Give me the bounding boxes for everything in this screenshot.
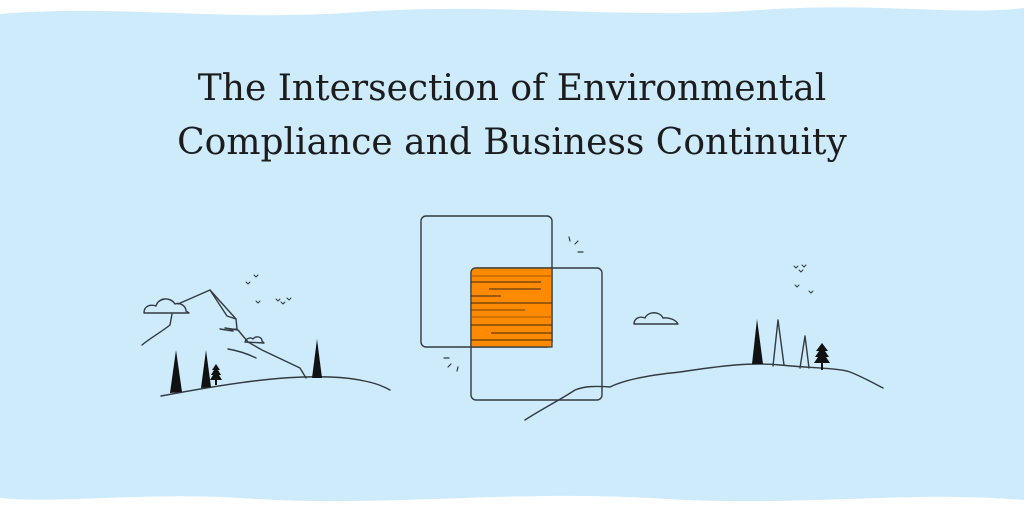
sky-background xyxy=(0,7,1024,502)
cloud-icon xyxy=(244,336,265,344)
tree-outline-icon xyxy=(799,335,810,369)
right-hill xyxy=(524,363,884,421)
intersection-document xyxy=(470,267,553,348)
left-hill xyxy=(160,376,391,397)
page-title: The Intersection of Environmental Compli… xyxy=(0,62,1024,170)
tree-icon xyxy=(752,319,763,364)
tree-outline-icon xyxy=(772,319,785,367)
cloud-icon xyxy=(143,298,190,314)
cloud-icon xyxy=(633,312,679,325)
title-line-1: The Intersection of Environmental xyxy=(197,68,827,109)
mountain xyxy=(141,289,307,379)
pine-tree-icon xyxy=(210,364,222,385)
title-line-2: Compliance and Business Continuity xyxy=(177,122,847,163)
birds-icon xyxy=(245,264,814,305)
tree-icon xyxy=(201,350,211,388)
tree-icon xyxy=(312,339,322,378)
tree-icon xyxy=(170,350,182,393)
pine-tree-icon xyxy=(814,343,830,370)
sparkle-icon xyxy=(443,236,584,372)
